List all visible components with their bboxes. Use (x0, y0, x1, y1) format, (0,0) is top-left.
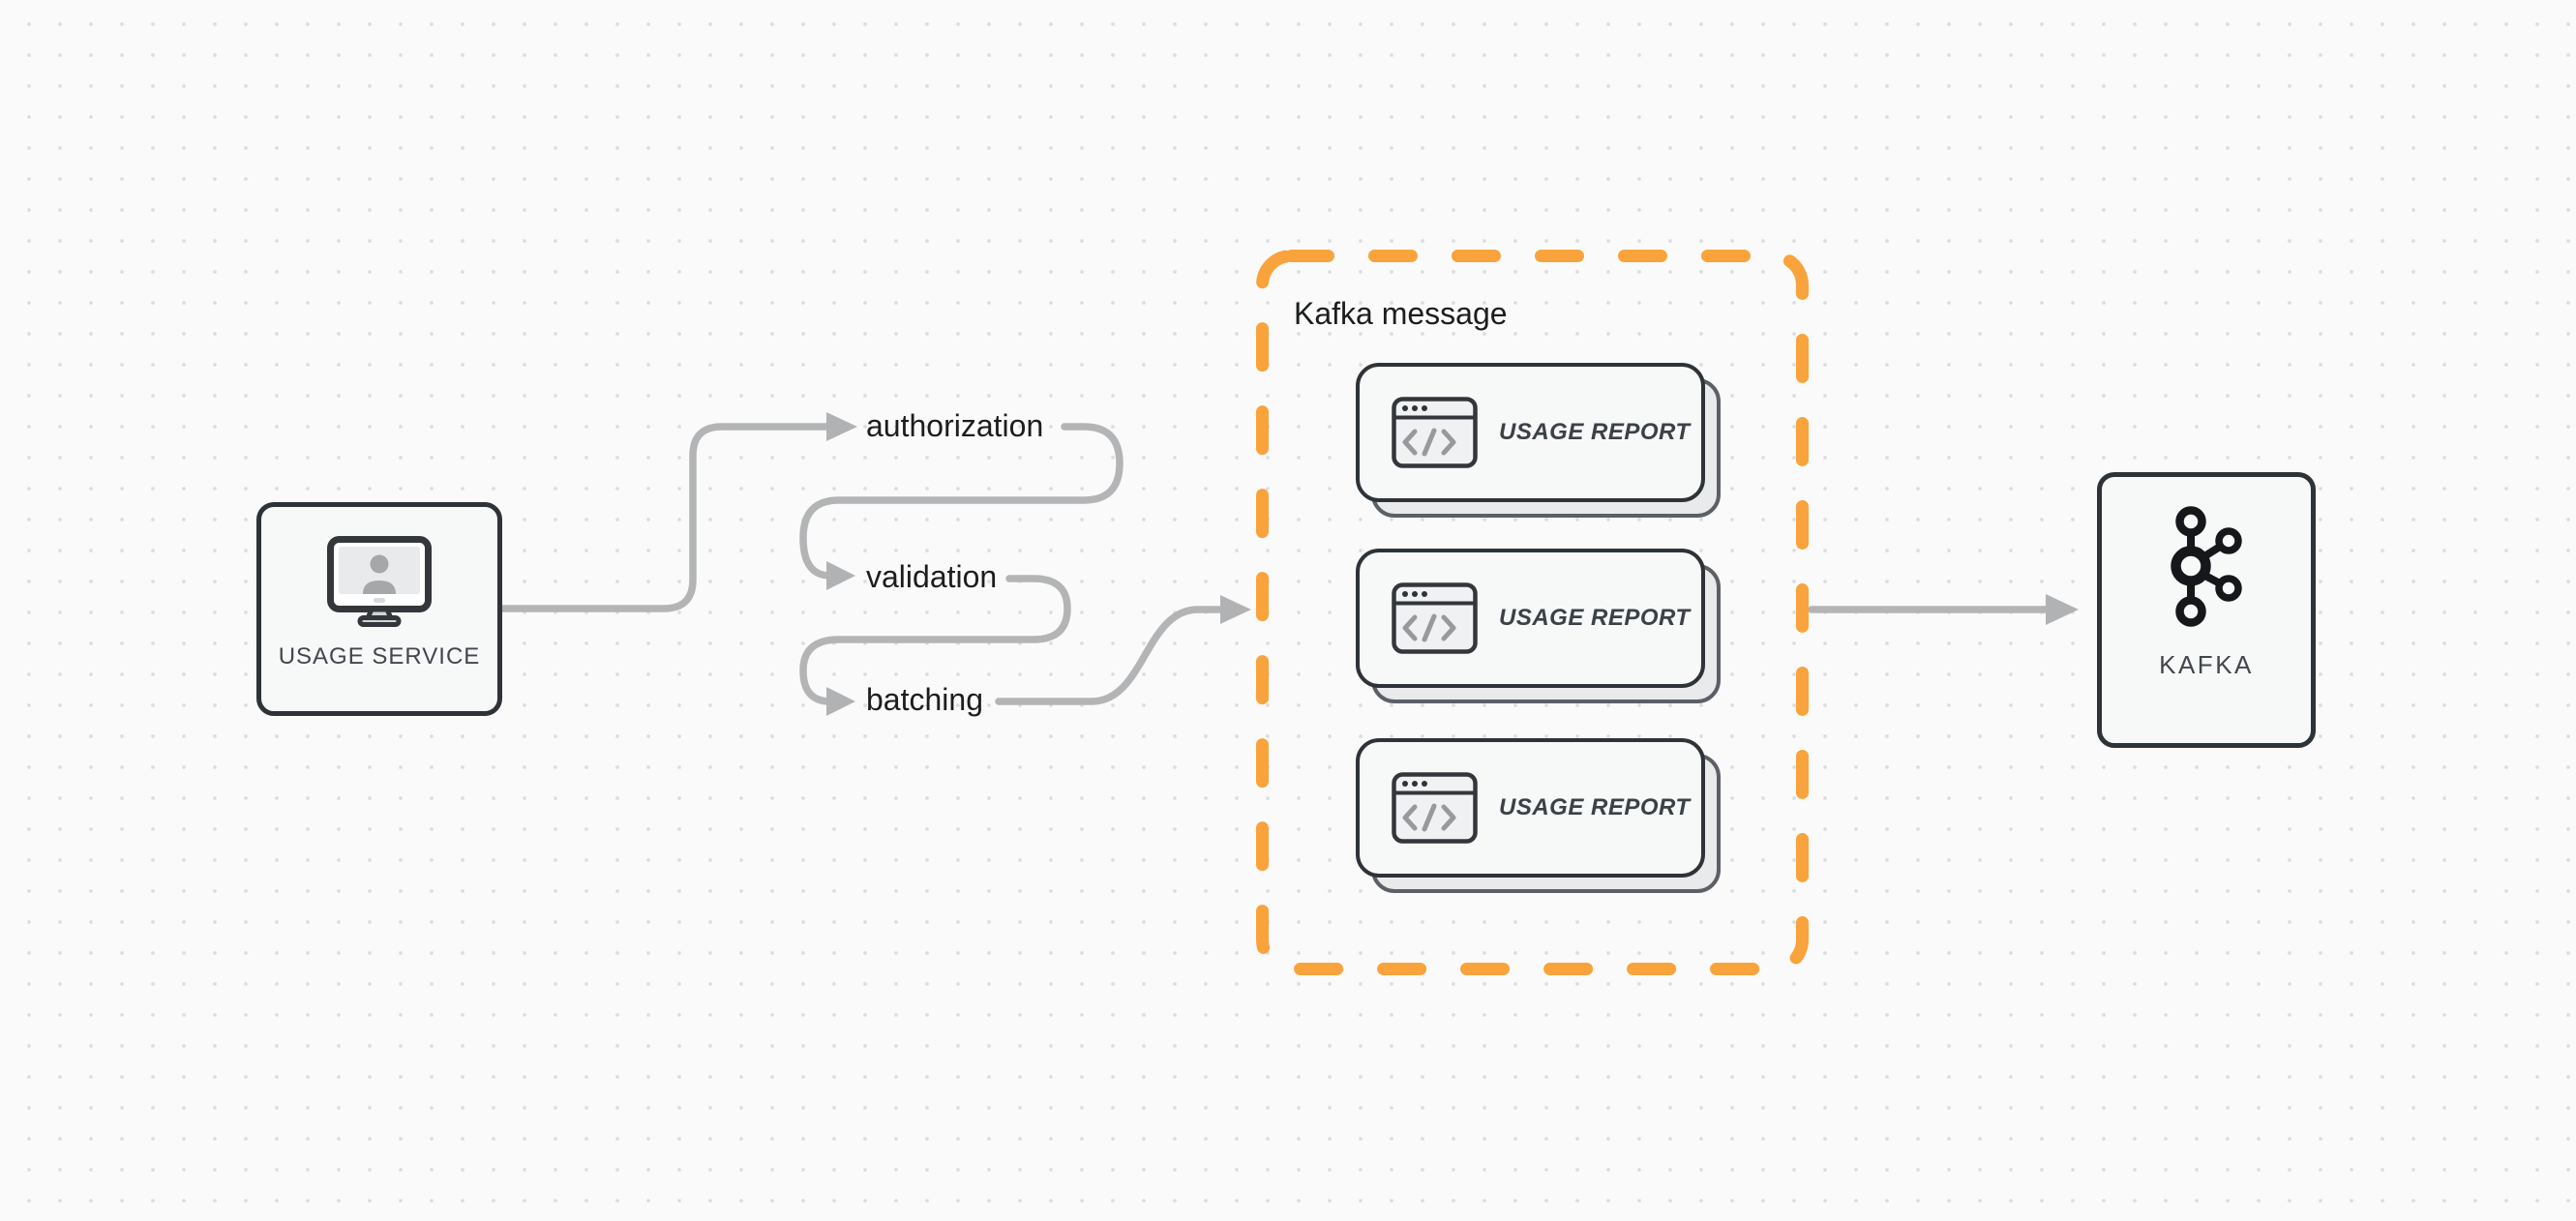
usage-report-card[interactable]: USAGE REPORT (1356, 363, 1721, 518)
connector-validation-to-batching (799, 575, 1071, 705)
kafka-logo-icon (2169, 506, 2244, 635)
arrowhead-validation (826, 561, 855, 590)
arrowhead-batching (826, 687, 855, 716)
usage-report-label: USAGE REPORT (1499, 419, 1691, 445)
usage-report-label: USAGE REPORT (1499, 605, 1691, 631)
usage-service-node[interactable]: USAGE SERVICE (256, 502, 502, 716)
kafka-label: KAFKA (2159, 650, 2254, 679)
arrowhead-into-group (1220, 595, 1251, 624)
connector-batching-to-group (995, 606, 1224, 705)
monitor-user-icon (327, 536, 432, 632)
step-label-validation[interactable]: validation (866, 558, 998, 594)
usage-service-label: USAGE SERVICE (278, 643, 481, 670)
usage-report-label: USAGE REPORT (1499, 794, 1691, 820)
step-label-batching[interactable]: batching (866, 681, 983, 717)
code-window-icon (1392, 397, 1478, 468)
connector-service-to-authorization (498, 423, 832, 612)
code-window-icon (1392, 582, 1478, 654)
code-window-icon (1392, 772, 1478, 844)
kafka-message-group-title: Kafka message (1294, 296, 1508, 331)
usage-report-card[interactable]: USAGE REPORT (1356, 549, 1721, 703)
kafka-message-group-border[interactable] (1256, 250, 1809, 975)
step-label-authorization[interactable]: authorization (866, 407, 1044, 443)
connector-authorization-to-validation (799, 423, 1123, 580)
usage-report-card[interactable]: USAGE REPORT (1356, 738, 1721, 893)
kafka-node[interactable]: KAFKA (2097, 472, 2316, 748)
arrowhead-into-kafka (2046, 594, 2079, 625)
arrowhead-authorization (826, 412, 857, 441)
